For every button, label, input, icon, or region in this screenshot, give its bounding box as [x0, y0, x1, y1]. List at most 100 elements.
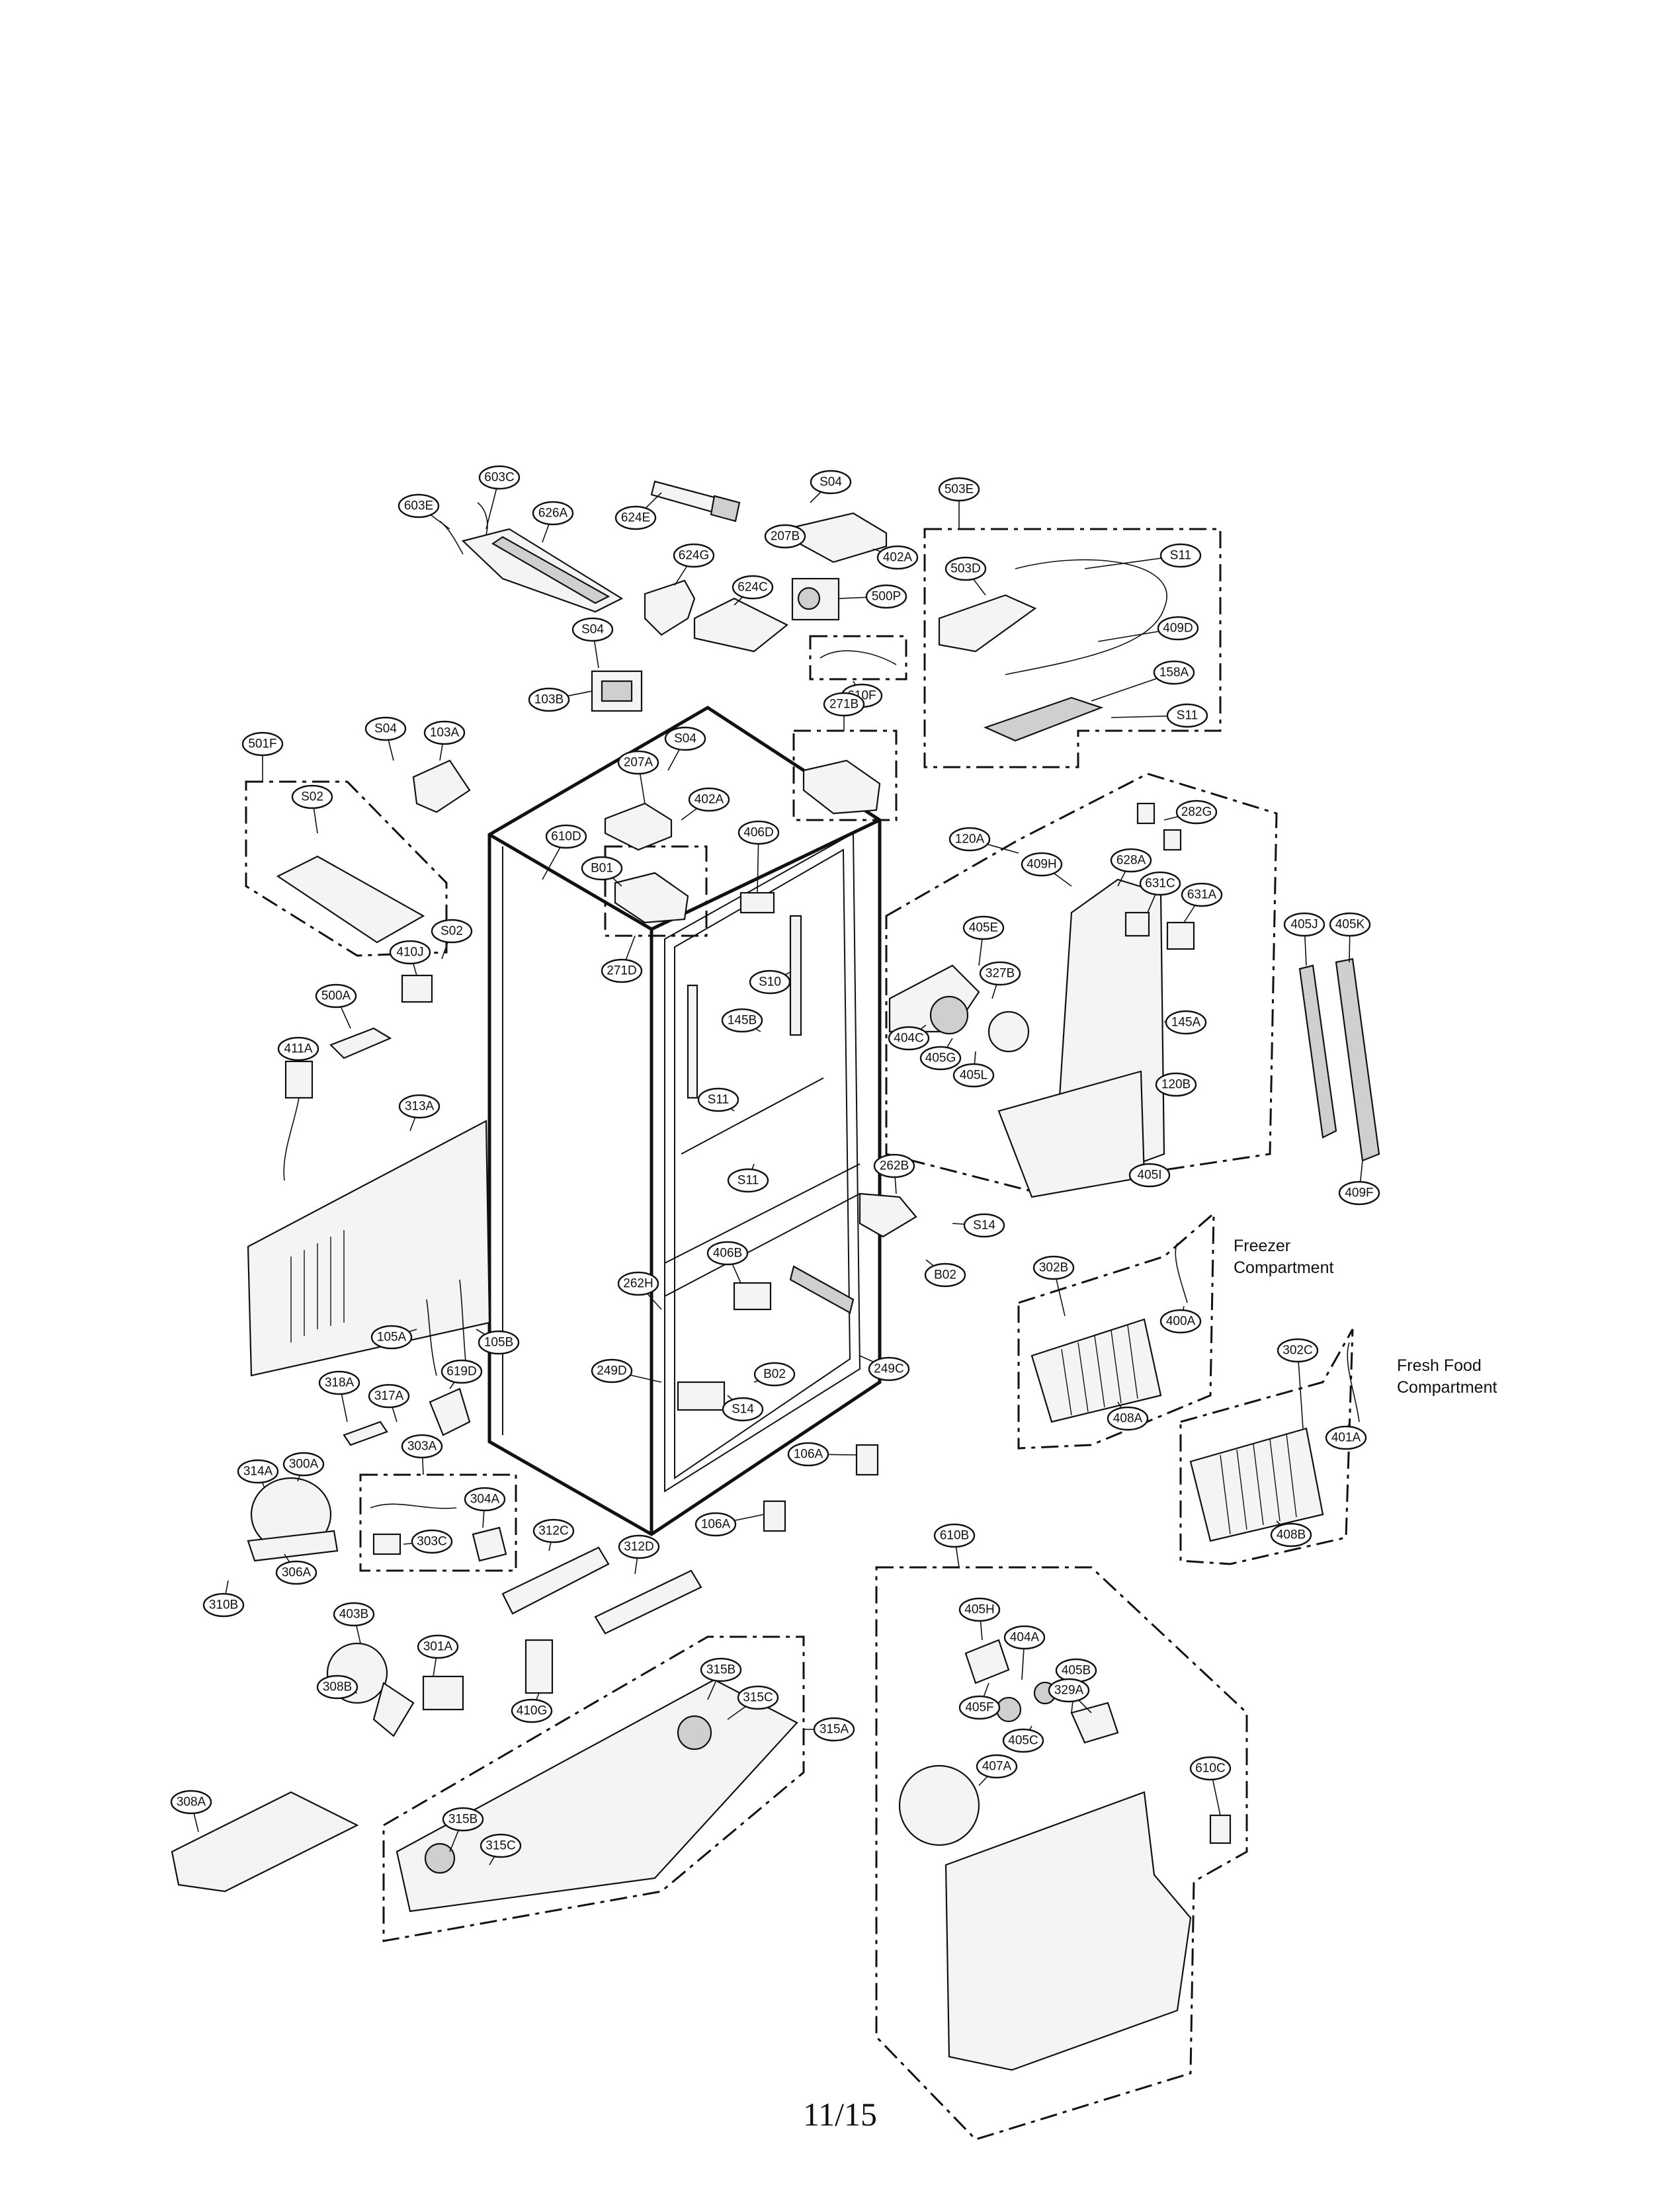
callout-405j: 405J [1283, 912, 1325, 966]
callout-label: 405C [1008, 1734, 1038, 1748]
callout-s04: S04 [364, 716, 407, 761]
callout-410g: 410G [511, 1692, 553, 1723]
part-103b-bracket [591, 670, 643, 712]
callout-label: 103A [430, 726, 460, 740]
part-624c-cover [693, 597, 789, 653]
callout-315b: 315B [442, 1807, 484, 1852]
callout-315b: 315B [700, 1657, 742, 1700]
callout-271b: 271B [823, 692, 865, 731]
callout-bubble [528, 687, 570, 712]
part-106a-feet [763, 1444, 879, 1532]
part-624g-gear [644, 579, 696, 636]
callout-label: 262B [880, 1159, 909, 1173]
callout-bubble [1325, 1425, 1367, 1450]
callout-145a: 145A [1163, 1010, 1207, 1035]
callout-501f: 501F [241, 731, 284, 782]
callout-bubble [706, 1241, 749, 1266]
callout-bubble [938, 477, 980, 502]
callout-bubble [480, 1833, 522, 1858]
group-box-303a-relay [359, 1473, 517, 1572]
callout-317a: 317A [368, 1383, 410, 1423]
callout-103a: 103A [423, 720, 466, 761]
callout-304a: 304A [464, 1487, 506, 1528]
callout-label: S14 [973, 1219, 995, 1233]
callout-leader [1297, 1350, 1304, 1429]
callout-158a: 158A [1091, 660, 1195, 702]
callout-label: 120B [1161, 1078, 1191, 1092]
callout-315a: 315A [804, 1717, 855, 1742]
part-631-pads [1124, 911, 1195, 950]
callout-315c: 315C [480, 1833, 522, 1866]
callout-bubble [962, 915, 1005, 940]
callout-label: 405L [960, 1069, 987, 1083]
fresh-food-label-line-2: Compartment [1397, 1378, 1497, 1397]
callout-label: 306A [282, 1566, 312, 1580]
callout-b02: B02 [924, 1259, 966, 1288]
callout-610d: 610D [542, 824, 587, 880]
callout-409h: 409H [1021, 852, 1072, 887]
part-315a-base [396, 1678, 798, 1913]
part-105-hoses [426, 1279, 467, 1376]
callout-bubble [364, 716, 407, 741]
callout-label: S04 [581, 623, 604, 637]
callout-610b: 610B [933, 1523, 976, 1568]
callout-label: 105B [484, 1336, 513, 1350]
callout-bubble [617, 750, 659, 775]
callout-label: 303A [407, 1440, 437, 1454]
callout-120a: 120A [948, 827, 1019, 854]
callout-label: 410J [396, 946, 423, 960]
callout-bubble [401, 1434, 443, 1459]
callout-bubble [237, 1459, 279, 1484]
callout-405b: 405B [1055, 1658, 1097, 1713]
callout-bubble [411, 1529, 453, 1554]
callout-bubble [813, 1717, 855, 1742]
callout-bubble [727, 1168, 769, 1193]
callout-bubble [924, 1262, 966, 1288]
callout-bubble [431, 919, 473, 944]
callout-label: 105A [377, 1331, 407, 1344]
freezer-compartment-label: Freezer Compartment [1234, 1235, 1333, 1279]
callout-label: 145B [728, 1014, 757, 1028]
callout-label: 249C [874, 1362, 903, 1376]
group-box-302c-fresh-food-evaporator [1179, 1329, 1354, 1565]
part-318a-thermistor [343, 1387, 471, 1446]
part-610c-sensor [1209, 1814, 1232, 1844]
callout-207a: 207A [617, 750, 659, 804]
callout-label: 315C [743, 1691, 773, 1705]
callout-label: S11 [1177, 709, 1198, 723]
callout-bubble [275, 1560, 317, 1585]
callout-bubble [591, 1358, 633, 1383]
callout-105b: 105B [476, 1329, 520, 1355]
callout-bubble [823, 692, 865, 717]
callout-405e: 405E [962, 915, 1005, 966]
callout-bubble [417, 1634, 459, 1659]
group-box-315a-base [382, 1635, 805, 1942]
callout-bubble [545, 824, 587, 849]
callout-s04: S04 [571, 617, 614, 669]
callout-label: 106A [701, 1518, 731, 1532]
callout-label: 405J [1290, 918, 1318, 932]
callout-bubble [753, 1362, 796, 1387]
part-207b-housing [796, 512, 888, 563]
callout-bubble [1157, 616, 1199, 641]
callout-403b: 403B [333, 1602, 375, 1644]
callout-label: 603E [404, 499, 433, 513]
callout-329a: 329A [1048, 1678, 1092, 1713]
callout-bubble [1277, 1338, 1319, 1363]
callout-619d: 619D [441, 1359, 483, 1389]
callout-bubble [1166, 703, 1208, 728]
callout-405c: 405C [1002, 1725, 1044, 1753]
callout-label: 603C [484, 471, 514, 485]
callout-405i: 405I [1128, 1163, 1171, 1188]
callout-312c: 312C [532, 1518, 575, 1551]
callout-404c: 404C [888, 1024, 930, 1051]
callout-label: 310B [209, 1598, 238, 1612]
callout-label: 500P [872, 590, 901, 604]
callout-400a: 400A [1159, 1305, 1202, 1334]
callout-405l: 405L [952, 1051, 995, 1088]
part-302b-evaporator [1030, 1243, 1188, 1423]
callout-bubble [464, 1487, 506, 1512]
callout-410j: 410J [389, 940, 431, 976]
callout-610c: 610C [1189, 1756, 1232, 1816]
callout-bubble [532, 1518, 575, 1544]
